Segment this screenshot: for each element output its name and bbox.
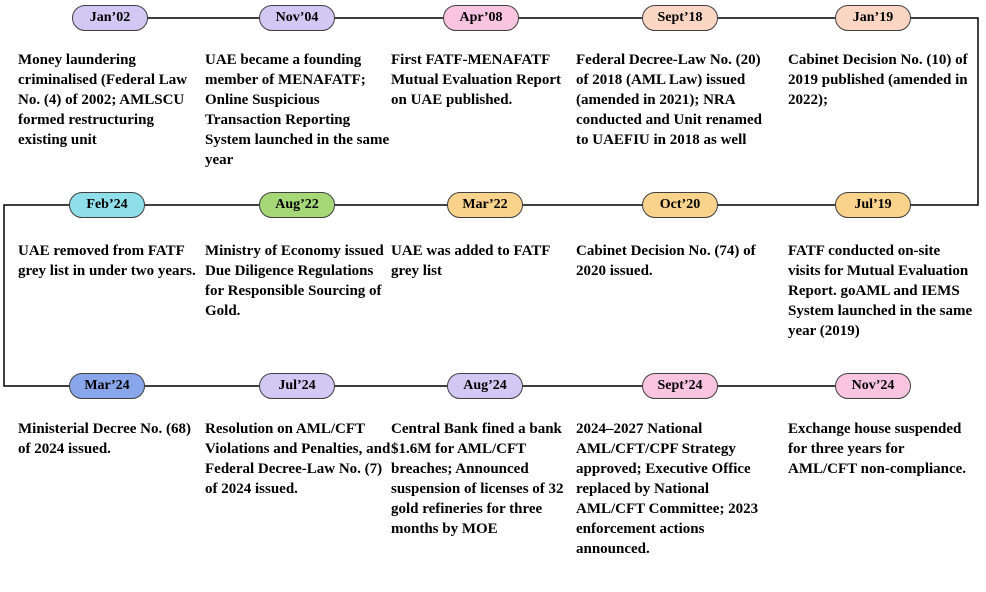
event-description: Cabinet Decision No. (74) of 2020 issued…: [576, 243, 756, 279]
event-date-pill: Sept’18: [642, 5, 718, 31]
event-date-pill: Jan’19: [835, 5, 911, 31]
event-date-pill: Mar’24: [69, 373, 145, 399]
event-description: Exchange house suspended for three years…: [788, 421, 967, 477]
event-date-pill: Sept’24: [642, 373, 718, 399]
event-description: 2024–2027 National AML/CFT/CPF Strategy …: [576, 421, 759, 557]
event-description: UAE became a founding member of MENAFATF…: [205, 52, 390, 168]
event-date-pill: Jan’02: [72, 5, 148, 31]
event-description: UAE was added to FATF grey list: [391, 243, 550, 279]
event-date-pill: Feb’24: [69, 192, 145, 218]
event-date-pill: Jul’24: [259, 373, 335, 399]
event-date-pill: Aug’22: [259, 192, 335, 218]
event-description: Ministerial Decree No. (68) of 2024 issu…: [18, 421, 191, 457]
event-description: FATF conducted on-site visits for Mutual…: [788, 243, 973, 339]
event-date-pill: Aug’24: [447, 373, 523, 399]
event-description: Money laundering criminalised (Federal L…: [18, 52, 188, 148]
event-description: Cabinet Decision No. (10) of 2019 publis…: [788, 52, 968, 108]
event-date-pill: Jul’19: [835, 192, 911, 218]
event-description: First FATF-MENAFATF Mutual Evaluation Re…: [391, 52, 562, 108]
event-date-pill: Nov’04: [259, 5, 335, 31]
event-date-pill: Nov’24: [835, 373, 911, 399]
event-description: Resolution on AML/CFT Violations and Pen…: [205, 421, 391, 497]
event-description: Ministry of Economy issued Due Diligence…: [205, 243, 384, 319]
event-description: UAE removed from FATF grey list in under…: [18, 243, 196, 279]
event-description: Central Bank fined a bank $1.6M for AML/…: [391, 421, 564, 537]
event-description: Federal Decree-Law No. (20) of 2018 (AML…: [576, 52, 762, 148]
event-date-pill: Oct’20: [642, 192, 718, 218]
event-date-pill: Apr’08: [443, 5, 519, 31]
event-date-pill: Mar’22: [447, 192, 523, 218]
